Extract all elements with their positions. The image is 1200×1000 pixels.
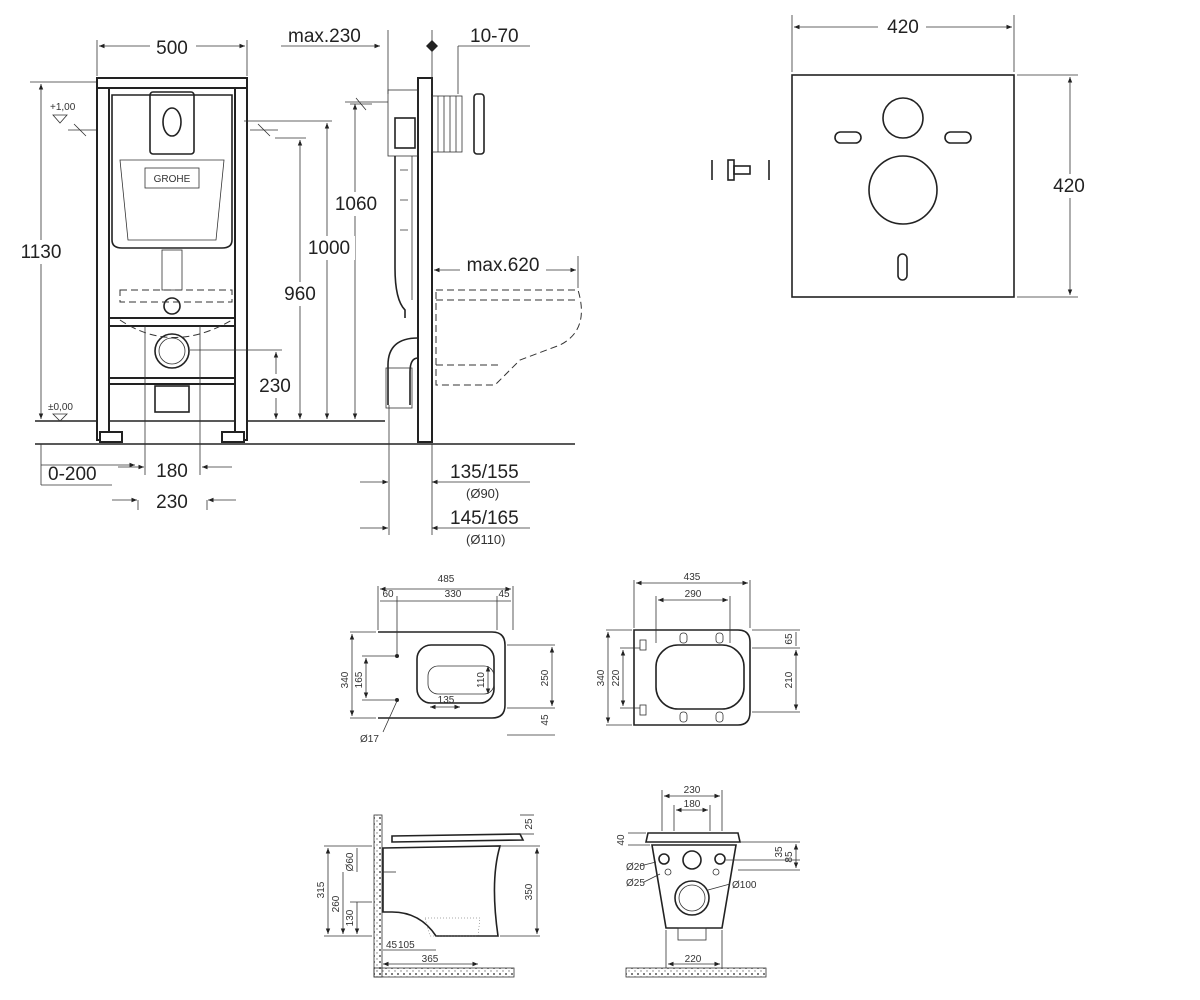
dim-seat-65: 65	[784, 633, 795, 645]
dim-side-260: 260	[331, 895, 342, 912]
dim-front-85: 85	[784, 851, 795, 863]
dim-pipe110: 145/165	[450, 508, 519, 529]
dim-960: 960	[284, 284, 316, 305]
dim-bowl-330: 330	[445, 589, 462, 600]
dim-bolt-230: 230	[156, 492, 188, 513]
dim-seat-290: 290	[685, 589, 702, 600]
frame-side-view: max.230 10-70 max.620 135/155 (Ø90) 145/…	[281, 26, 582, 547]
dim-bowl-340: 340	[340, 671, 351, 688]
dim-frame-height: 1130	[21, 242, 62, 263]
dim-plate-height: 420	[1053, 176, 1085, 197]
dim-bowl-110: 110	[476, 672, 487, 688]
dim-230-outlet: 230	[259, 376, 291, 397]
level-top: +1,00	[50, 102, 76, 113]
dim-pipe90: 135/155	[450, 462, 519, 483]
dim-side-365: 365	[422, 954, 439, 965]
bowl-top-view: 485 60 330 45 340 165 135 110 250 45 Ø17	[340, 574, 555, 745]
dim-front-180: 180	[684, 799, 701, 810]
sound-insulation-plate: 420 420	[711, 15, 1094, 298]
dim-side-25: 25	[524, 818, 535, 830]
dim-seat-435: 435	[684, 572, 701, 583]
dim-front-d25: Ø25	[626, 878, 645, 889]
dim-front-d100: Ø100	[732, 880, 757, 891]
dim-seat-210: 210	[784, 671, 795, 688]
dim-front-40: 40	[616, 834, 627, 846]
dim-bolt-offset: 0-200	[48, 464, 97, 485]
frame-front-view: GROHE 500 1130 +1,00 ±0,00	[18, 34, 575, 513]
dim-side-315: 315	[316, 881, 327, 898]
dim-bowl-fix: Ø17	[360, 734, 379, 745]
dim-1060: 1060	[335, 194, 377, 215]
dim-side-350: 350	[524, 883, 535, 900]
dim-seat-220: 220	[611, 669, 622, 686]
dim-bolt-180: 180	[156, 461, 188, 482]
dim-bowl-60: 60	[382, 589, 394, 600]
bowl-side-view: 25 350 315 260 130 Ø60 45 105 365	[316, 814, 540, 978]
seat-top-view: 435 290 340 220 65 210	[596, 572, 800, 726]
dim-bowl-135: 135	[438, 695, 455, 706]
dim-pipe110-dia: (Ø110)	[466, 532, 506, 547]
dim-pipe90-dia: (Ø90)	[466, 486, 499, 501]
dim-seat-340: 340	[596, 669, 607, 686]
dim-bowl-45b: 45	[540, 714, 551, 726]
dim-plate-width: 420	[887, 17, 919, 38]
level-zero: ±0,00	[48, 402, 73, 413]
dim-front-230: 230	[684, 785, 701, 796]
dim-bowl-250: 250	[540, 669, 551, 686]
dim-max-620: max.620	[467, 255, 540, 276]
dim-max-230: max.230	[288, 26, 361, 47]
dim-bowl-165: 165	[354, 671, 365, 688]
dim-bowl-485: 485	[438, 574, 455, 585]
dim-bowl-45: 45	[498, 589, 510, 600]
dim-frame-width: 500	[156, 38, 188, 59]
brand-label: GROHE	[154, 174, 191, 185]
dim-adjust: 10-70	[470, 26, 519, 47]
dim-side-130: 130	[345, 909, 356, 926]
dim-side-pipe: Ø60	[345, 852, 356, 871]
bowl-front-view: 230 180 40 Ø20 Ø25 Ø100 35 85 220	[616, 785, 800, 978]
dim-front-220: 220	[685, 954, 702, 965]
dim-front-35: 35	[774, 846, 785, 858]
dim-front-d20: Ø20	[626, 862, 645, 873]
dim-side-105: 105	[398, 940, 415, 951]
dim-1000: 1000	[308, 238, 350, 259]
dim-side-45: 45	[386, 940, 398, 951]
